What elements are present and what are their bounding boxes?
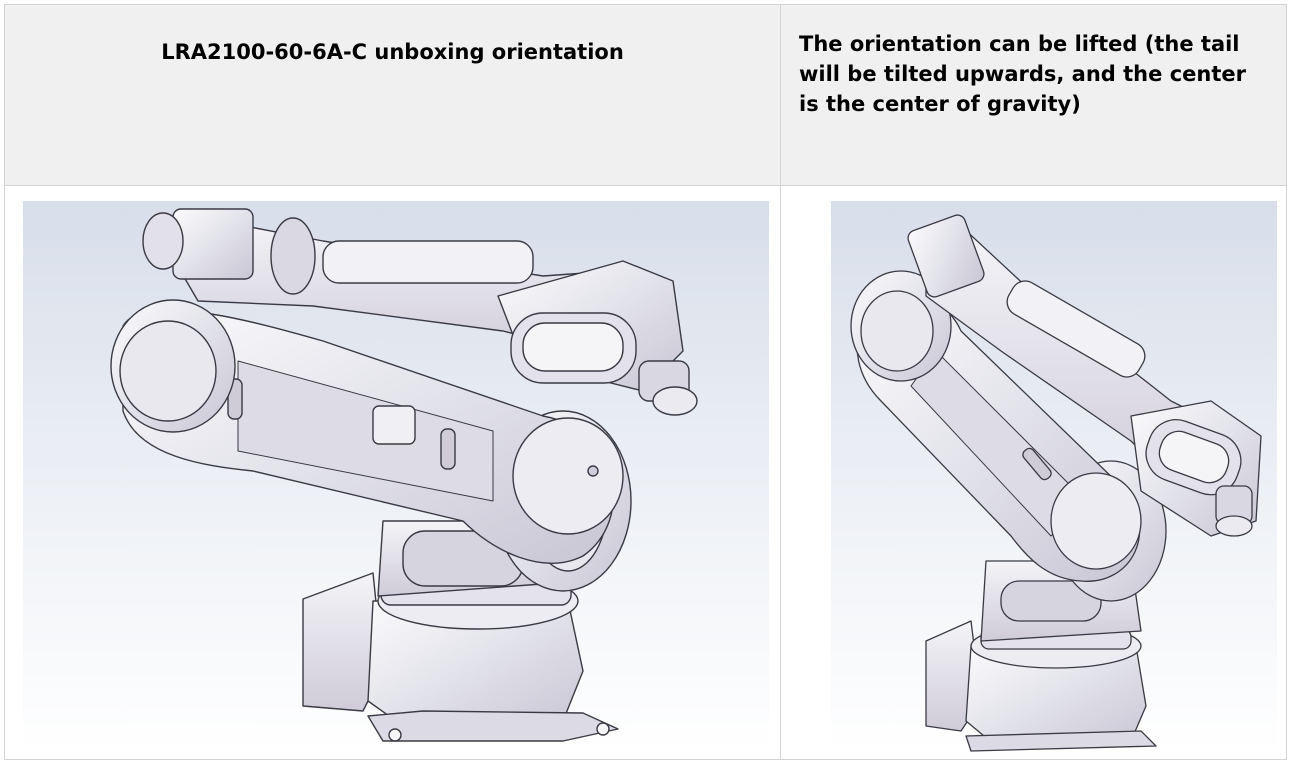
header-lifting-orientation: The orientation can be lifted (the tail … [780, 4, 1287, 186]
robot-arm-lifting-render [831, 201, 1277, 753]
cell-lifting-image [780, 185, 1287, 760]
header-unboxing-orientation: LRA2100-60-6A-C unboxing orientation [4, 4, 781, 186]
robot-arm-unboxing-render [23, 201, 769, 753]
orientation-table: LRA2100-60-6A-C unboxing orientation The… [4, 4, 1287, 760]
cell-unboxing-image [4, 185, 781, 760]
